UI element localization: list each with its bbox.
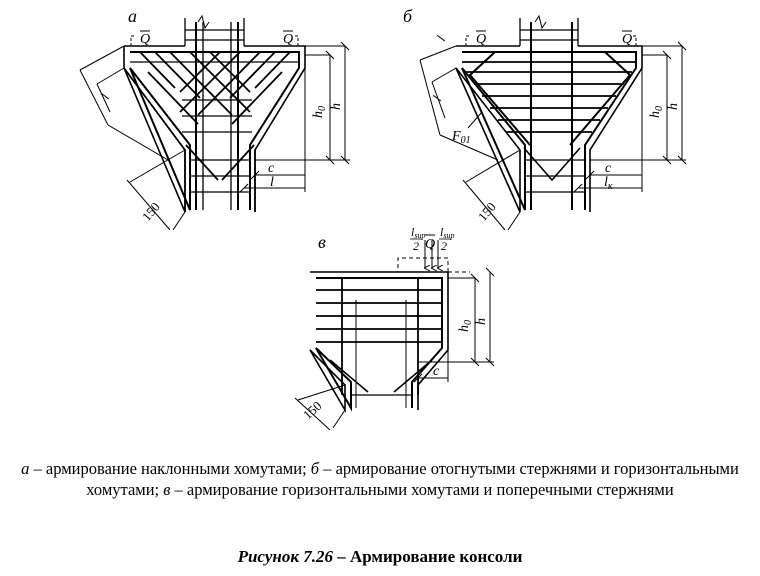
dim-h0-a: h <box>311 111 326 118</box>
load-q-a-left: Q <box>140 32 150 47</box>
console-outline-a <box>123 45 306 213</box>
dim-c-a: c <box>268 161 275 176</box>
panel-v: в Q lsup 2 lsup <box>294 225 495 431</box>
figure-title-separator: – <box>332 547 350 566</box>
dim-lsup-right: l <box>440 225 444 239</box>
panel-b-label: б <box>403 6 413 26</box>
load-q-v: Q <box>425 237 435 252</box>
svg-text:h0: h0 <box>648 106 665 118</box>
caption-a-letter: а <box>21 459 30 478</box>
caption-v-text: – армирование горизонтальными хомутами и… <box>170 480 674 499</box>
caption-v-letter: в <box>163 480 171 499</box>
load-q-a-right: Q <box>283 32 293 47</box>
svg-text:2: 2 <box>413 239 419 253</box>
dim-l1-b: l <box>429 93 444 104</box>
dim-c-v: c <box>433 364 440 379</box>
load-q-b-left: Q <box>476 32 486 47</box>
dim-h-a: h <box>329 103 344 110</box>
svg-text:F01: F01 <box>451 129 471 146</box>
dim-h-b: h <box>666 103 681 110</box>
reinforcement-drawing: а <box>79 6 687 431</box>
rebar-f01: F <box>451 129 461 144</box>
dim-l0-b: l <box>433 33 448 44</box>
svg-text:h0: h0 <box>311 106 328 118</box>
dim-c-b: c <box>605 161 612 176</box>
figure-title: Рисунок 7.26 – Армирование консоли <box>0 547 760 567</box>
dim-l-a: l <box>270 175 274 190</box>
caption-b-letter: б <box>310 459 320 478</box>
panel-a: а <box>79 6 350 231</box>
svg-text:h0: h0 <box>457 320 474 332</box>
dim-h0-b: h <box>648 111 663 118</box>
svg-text:l: l <box>433 33 448 44</box>
figure-title-text: Армирование консоли <box>349 547 523 566</box>
svg-text:lsup: lsup <box>411 225 425 240</box>
caption-a-text: – армирование наклонными хомутами; <box>29 459 311 478</box>
svg-text:lк: lк <box>604 175 613 192</box>
panel-v-label: в <box>318 232 326 252</box>
dim-h0-v: h <box>457 325 472 332</box>
figure-number: Рисунок 7.26 <box>237 547 333 566</box>
svg-text:2: 2 <box>441 239 447 253</box>
caption-b-text: – армирование отогнутыми стержнями и гор… <box>86 459 739 499</box>
panel-b: б Q Q <box>403 6 687 231</box>
load-q-b-right: Q <box>622 32 632 47</box>
dim-lx-a: l <box>97 91 112 102</box>
panel-a-label: а <box>128 6 137 26</box>
dim-lk-b: l <box>604 175 608 190</box>
svg-text:lsup: lsup <box>440 225 454 240</box>
dim-lsup-left: l <box>411 225 415 239</box>
figure-caption: а – армирование наклонными хомутами; б –… <box>0 458 760 500</box>
dim-150-a: 150 <box>139 199 163 224</box>
dim-150-b: 150 <box>475 199 499 224</box>
dim-h-v: h <box>474 318 489 325</box>
dim-150-v: 150 <box>300 398 325 422</box>
